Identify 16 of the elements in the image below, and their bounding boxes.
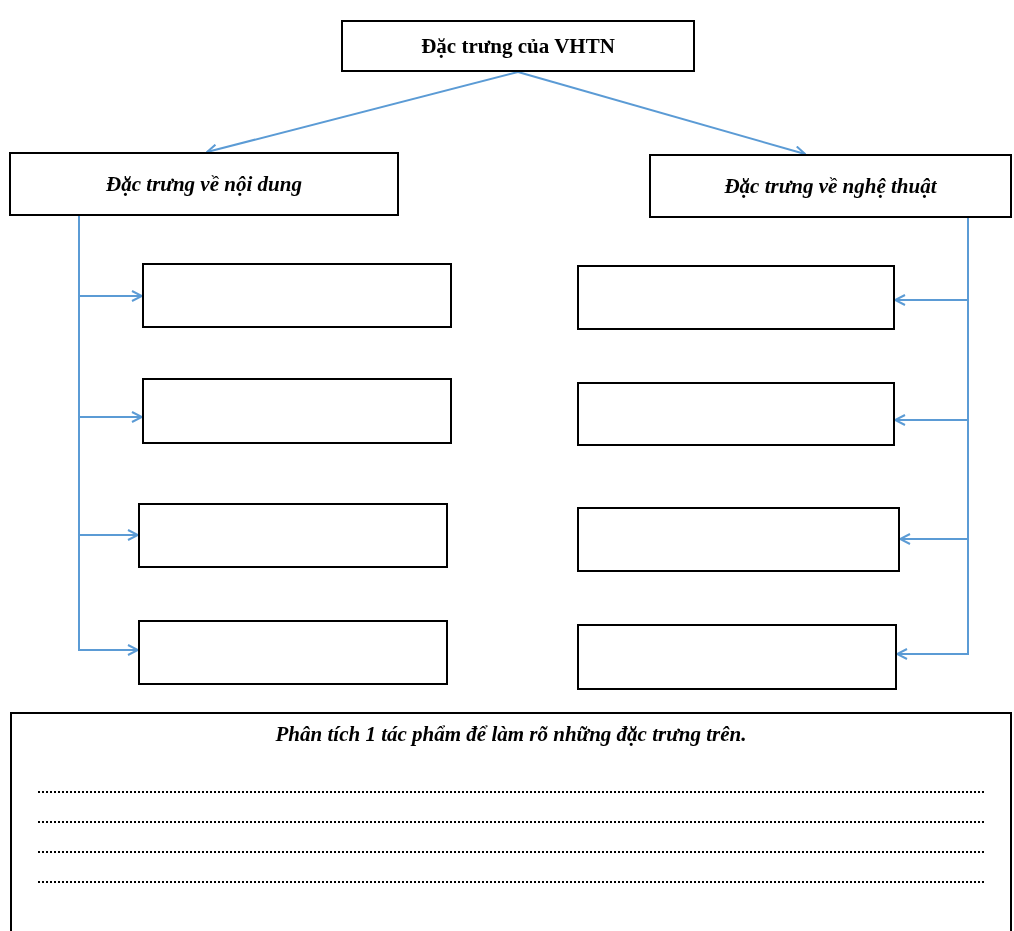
title-box — [341, 20, 695, 72]
category-box — [9, 152, 399, 216]
empty-box — [577, 624, 897, 690]
empty-box — [577, 507, 900, 572]
answer-panel — [10, 712, 1012, 931]
empty-box — [142, 378, 452, 444]
heading: Đặc trưng về nội dung — [106, 171, 302, 197]
empty-box — [138, 503, 448, 568]
category-box — [649, 154, 1012, 218]
empty-box — [138, 620, 448, 685]
empty-box — [142, 263, 452, 328]
heading: Phân tích 1 tác phẩm để làm rõ những đặc trưng trên. — [275, 722, 747, 747]
heading: Đặc trưng về nghệ thuật — [724, 173, 937, 199]
empty-box — [577, 265, 895, 330]
heading: Đặc trưng của VHTN — [421, 33, 615, 59]
empty-box — [577, 382, 895, 446]
